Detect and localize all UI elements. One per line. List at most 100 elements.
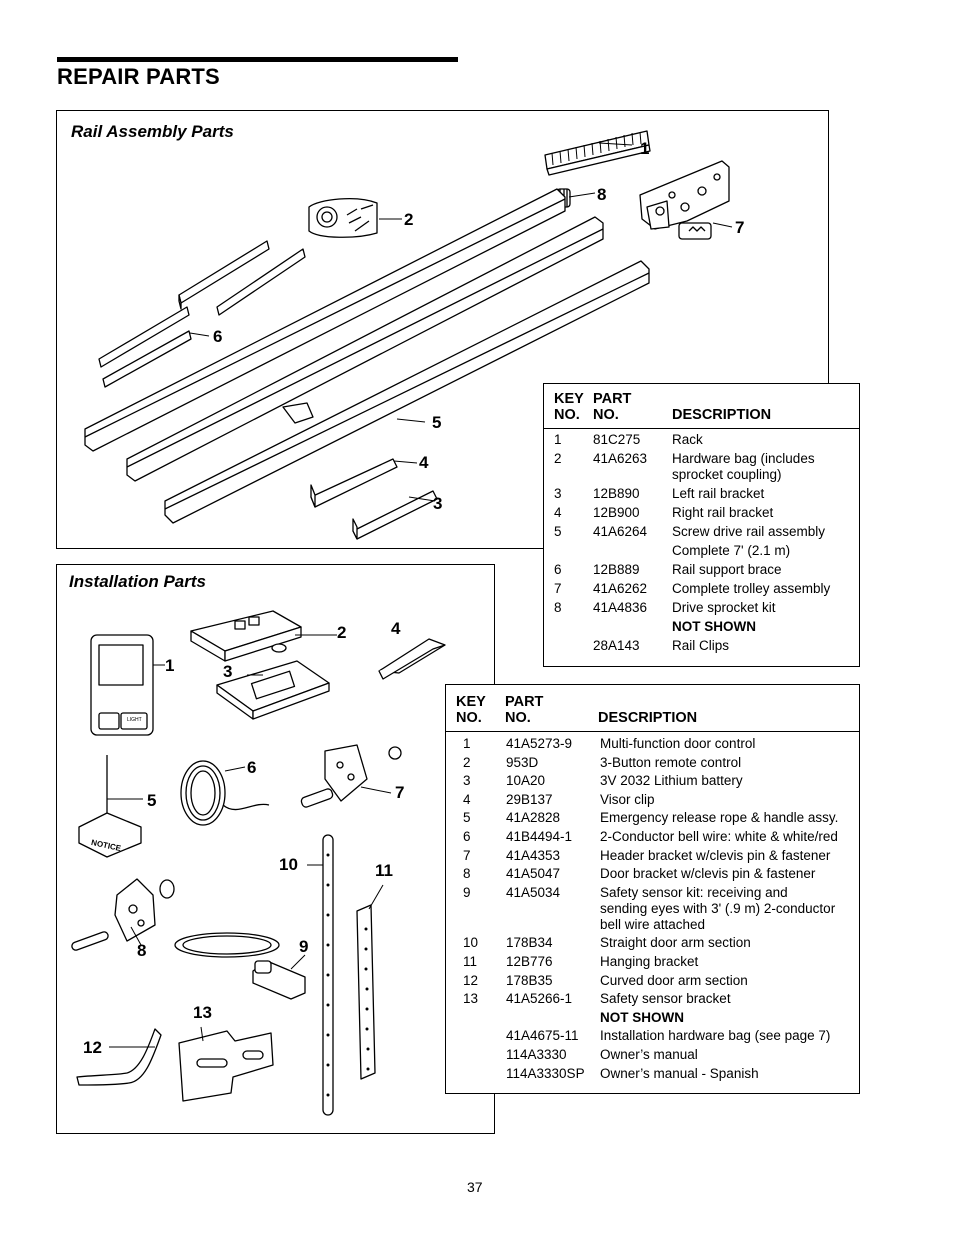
row-part-number: 114A3330 — [506, 1047, 567, 1062]
row-description-line: Multi-function door control — [600, 736, 756, 751]
row-description: NOT SHOWN — [672, 619, 852, 635]
row-part-number: 41A5273-9 — [506, 736, 573, 751]
title-rule — [57, 57, 458, 62]
row-part-number: 41A5266-1 — [506, 991, 573, 1007]
callout-right-rail-bracket: 4 — [419, 453, 429, 472]
rail-brackets — [310, 458, 438, 540]
installation-illustration — [71, 610, 446, 1116]
row-part-number: 41A2828 — [506, 810, 561, 826]
remote-back-part — [216, 660, 330, 720]
curved-arm-part — [76, 1028, 162, 1086]
callout-drive-sprocket: 8 — [597, 185, 607, 204]
row-part-number: 41A4836 — [593, 600, 648, 615]
row-key: 5 — [554, 524, 562, 539]
row-key: 3 — [463, 773, 471, 789]
safety-sensor-part — [174, 932, 306, 1000]
page-number: 37 — [467, 1179, 483, 1195]
row-description-line: Visor clip — [600, 791, 655, 807]
row-description-line: Safety sensor kit: receiving and — [600, 884, 788, 900]
header-bracket-part — [300, 744, 402, 808]
rail-assembly-title: Rail Assembly Parts — [71, 122, 234, 141]
row-description: Left rail bracket — [672, 486, 852, 502]
row-key: 5 — [463, 810, 471, 826]
callout-door-bracket: 8 — [137, 941, 147, 960]
row-description-line: Hardware bag (includes — [672, 451, 815, 466]
header-divider — [544, 428, 859, 429]
row-part-number: 178B35 — [506, 972, 553, 988]
row-part-number: 12B889 — [593, 562, 640, 577]
row-description-line: Drive sprocket kit — [672, 600, 776, 615]
row-description-line: Right rail bracket — [672, 505, 774, 520]
trolley-part — [639, 160, 730, 240]
description-header: DESCRIPTION — [598, 710, 698, 726]
row-part-number: 28A143 — [593, 638, 640, 653]
key-header-bottom: NO. — [456, 710, 482, 726]
remote-part — [190, 610, 302, 662]
row-part-number: 41A5034 — [506, 884, 561, 900]
row-key: 1 — [463, 736, 471, 751]
row-description: Owner’s manual — [600, 1047, 856, 1063]
callout-release-handle: 5 — [147, 791, 157, 810]
row-description-line: Rail support brace — [672, 562, 782, 577]
row-description-line: Rail Clips — [672, 638, 730, 653]
row-description: Header bracket w/clevis pin & fastener — [600, 848, 856, 864]
row-part-number: 10A20 — [506, 773, 546, 789]
installation-panel: Installation Parts — [56, 564, 495, 1134]
row-description: Rack — [672, 432, 852, 448]
row-description: Complete 7' (2.1 m) — [672, 543, 852, 559]
row-description-line: sending eyes with 3' (.9 m) 2-conductor — [600, 900, 836, 916]
row-key: 6 — [463, 829, 471, 844]
row-description: NOT SHOWN — [600, 1010, 856, 1026]
row-key: 9 — [463, 884, 471, 900]
row-description-line: Curved door arm section — [600, 972, 748, 988]
callout-bell-wire: 6 — [247, 758, 257, 777]
row-key: 1 — [554, 432, 562, 447]
row-key: 4 — [463, 791, 471, 807]
row-description-line: 3-Button remote control — [600, 754, 742, 770]
part-header-top: PART — [505, 694, 544, 710]
callout-rail-assembly: 5 — [432, 413, 442, 432]
row-description-line: Header bracket w/clevis pin & fastener — [600, 847, 831, 863]
row-description-line: Owner’s manual — [600, 1047, 698, 1062]
row-part-number: 41A4353 — [506, 847, 561, 863]
row-part-number: 41B4494-1 — [506, 829, 573, 844]
row-description: Straight door arm section — [600, 935, 856, 951]
callout-rail-support-brace: 6 — [213, 327, 223, 346]
row-part-number: 29B137 — [506, 791, 553, 807]
rail-support-braces — [98, 240, 306, 388]
row-description-line: 2-Conductor bell wire: white & white/red — [600, 829, 838, 844]
row-part-number: 41A5047 — [506, 866, 561, 882]
callout-trolley: 7 — [735, 218, 745, 237]
row-description: Door bracket w/clevis pin & fastener — [600, 866, 856, 882]
row-description: Drive sprocket kit — [672, 600, 852, 616]
row-key: 2 — [463, 754, 471, 770]
sensor-bracket-part — [178, 1030, 274, 1102]
row-part-number: 41A6262 — [593, 581, 648, 596]
row-part-number: 178B34 — [506, 935, 553, 951]
part-header-bottom: NO. — [505, 710, 531, 726]
header-divider — [446, 731, 859, 732]
row-description-line: Emergency release rope & handle assy. — [600, 810, 839, 826]
page-title: REPAIR PARTS — [57, 64, 220, 89]
row-key: 2 — [554, 451, 562, 466]
row-part-number: 953D — [506, 754, 539, 770]
callout-visor-clip: 4 — [391, 619, 401, 638]
row-description: Complete trolley assembly — [672, 581, 852, 597]
callout-door-control: 1 — [165, 656, 175, 675]
row-description: Rail support brace — [672, 562, 852, 578]
light-label: LIGHT — [127, 717, 142, 723]
door-control-part — [90, 634, 154, 736]
row-key: 12 — [463, 972, 479, 988]
row-description: Multi-function door control — [600, 736, 856, 752]
row-description-line: Hanging bracket — [600, 954, 699, 969]
row-description-line: Complete 7' (2.1 m) — [672, 543, 791, 558]
callout-remote: 2 — [337, 623, 347, 642]
description-header: DESCRIPTION — [672, 407, 772, 423]
row-description-line: Left rail bracket — [672, 486, 765, 501]
row-description-line: Screw drive rail assembly — [672, 524, 826, 539]
row-description-line: Straight door arm section — [600, 935, 751, 951]
callout-rack: 1 — [640, 139, 650, 158]
hardware-bag-part — [308, 198, 378, 238]
